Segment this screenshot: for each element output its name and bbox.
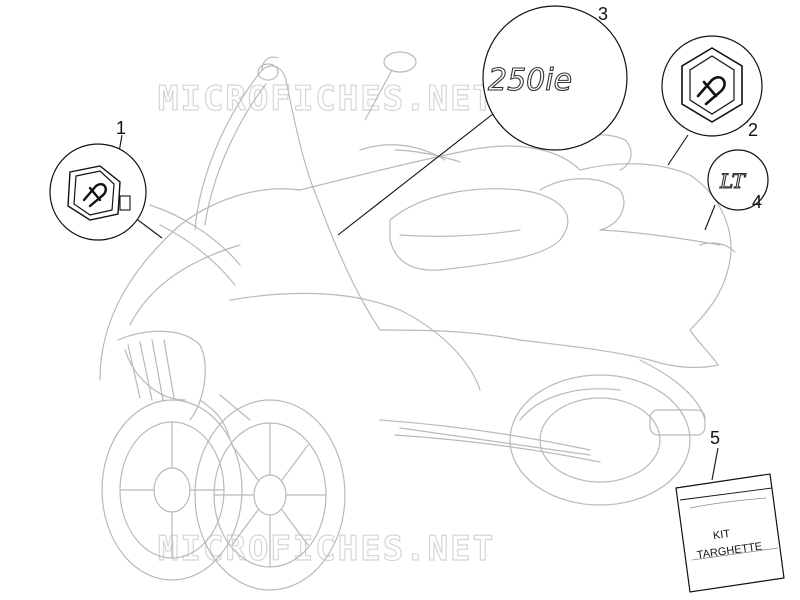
callout-3-bubble <box>482 5 628 151</box>
kit-label-line1: KIT <box>712 528 731 542</box>
piaggio-badge-front <box>67 165 131 221</box>
kit-bag: KIT TARGHETTE <box>675 473 785 593</box>
callout-3: 250ie 3 <box>337 4 628 236</box>
decal-lt: LT <box>719 169 747 193</box>
callout-4-bubble <box>707 149 769 211</box>
callout-1-number: 1 <box>116 118 126 138</box>
piaggio-logo-icon <box>696 76 726 106</box>
callout-2-number: 2 <box>748 120 758 140</box>
piaggio-badge-rear <box>681 47 743 123</box>
callout-1: 1 <box>49 118 163 241</box>
callout-3-number: 3 <box>598 4 608 24</box>
callout-5-number: 5 <box>710 428 720 448</box>
watermark-top: MICROFICHES.NET <box>158 79 495 119</box>
callout-4: LT 4 <box>704 149 769 231</box>
callout-5: KIT TARGHETTE 5 <box>675 428 785 593</box>
scooter-outline <box>99 51 736 591</box>
callout-4-number: 4 <box>752 192 762 212</box>
decal-250ie: 250ie <box>488 63 572 98</box>
piaggio-logo-icon <box>82 182 107 208</box>
callout-2: 2 <box>661 35 763 166</box>
